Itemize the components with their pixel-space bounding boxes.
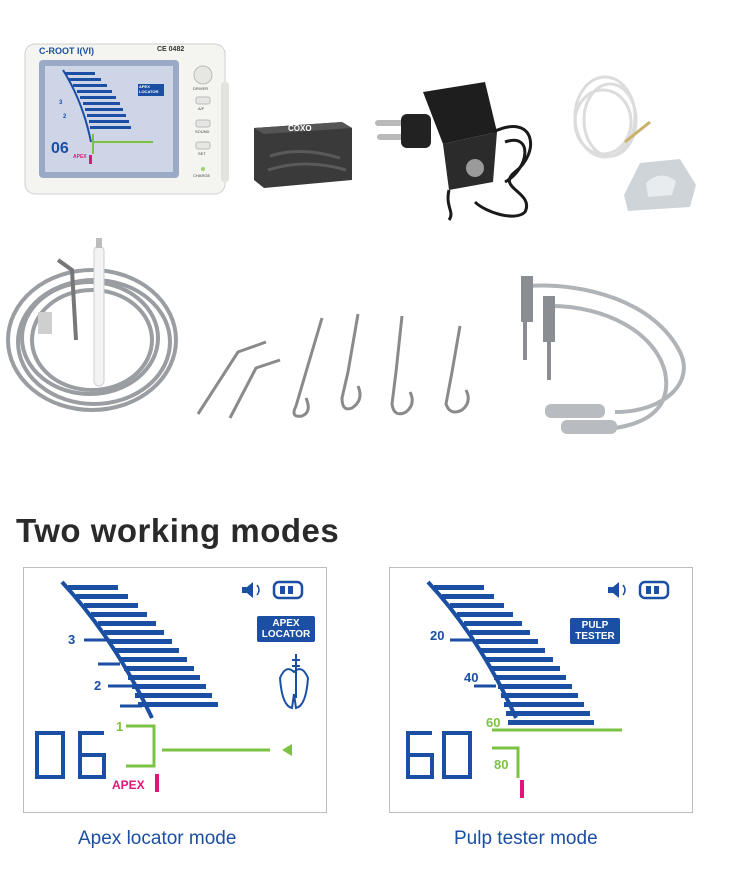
battery-pack: COXO [250, 118, 355, 192]
mode-badge-line1: PULP [581, 620, 609, 631]
caption-pulp-tester: Pulp tester mode [454, 828, 598, 849]
device-screen-tick-3: 3 [59, 100, 63, 106]
panel-pulp-tester: PULP TESTER 20 40 60 80 60 [389, 567, 693, 813]
ce-mark: CE 0482 [157, 46, 185, 53]
apex-lcd-graphic [35, 580, 310, 792]
device-model-label: C-ROOT I(VI) [39, 46, 94, 56]
probe-cable-coil [6, 238, 178, 412]
device-button-set: SET [198, 151, 206, 156]
section-heading: Two working modes [16, 512, 340, 549]
pulp-lcd-graphic [406, 580, 670, 798]
battery-shape [254, 122, 352, 188]
device-body [24, 43, 229, 195]
device-screen-mode: APEX LOCATOR [139, 84, 159, 94]
device-screen-digits: 06 [51, 140, 69, 157]
apex-digits: 06 [34, 718, 35, 719]
mode-badge-line1: APEX [272, 618, 300, 629]
power-adapter [375, 82, 532, 221]
apex-tick-1: 1 [116, 719, 124, 734]
white-lip-cable [573, 75, 651, 159]
apex-tick-2: 2 [94, 678, 102, 693]
device-screen-apex: APEX [73, 154, 87, 160]
device-button-charge: CHARGE [193, 173, 211, 178]
mode-badge-line2: TESTER [575, 631, 615, 642]
device-screen-tick-2: 2 [63, 114, 67, 120]
test-probes [521, 276, 686, 434]
mode-badge-line2: LOCATOR [261, 629, 311, 640]
device-button-sound: SOUND [195, 129, 210, 134]
device-button-af: A/F [198, 106, 205, 111]
caption-apex-locator: Apex locator mode [78, 828, 237, 849]
panel-apex-locator: APEX LOCATOR 3 2 1 APEX 06 [23, 567, 327, 813]
device-button-driver: DRIVER [193, 86, 209, 91]
apex-tick-3: 3 [68, 632, 76, 647]
apex-locator-device: C-ROOT I(VI) CE 0482 06 3 2 APEX APEX LO… [23, 42, 231, 197]
apex-label: APEX [112, 778, 145, 792]
mode-badge-pulp-tester: PULP TESTER [570, 618, 620, 644]
mode-badge-apex-locator: APEX LOCATOR [257, 616, 315, 642]
pulp-tick-20: 20 [430, 628, 445, 643]
pulp-tick-60: 60 [486, 715, 501, 730]
file-holder-block [624, 159, 696, 211]
pulp-tick-40: 40 [464, 670, 479, 685]
pulp-digits: 60 [400, 718, 401, 719]
battery-brand: COXO [288, 124, 312, 133]
pulp-tick-80: 80 [494, 757, 509, 772]
file-clips [196, 313, 470, 419]
